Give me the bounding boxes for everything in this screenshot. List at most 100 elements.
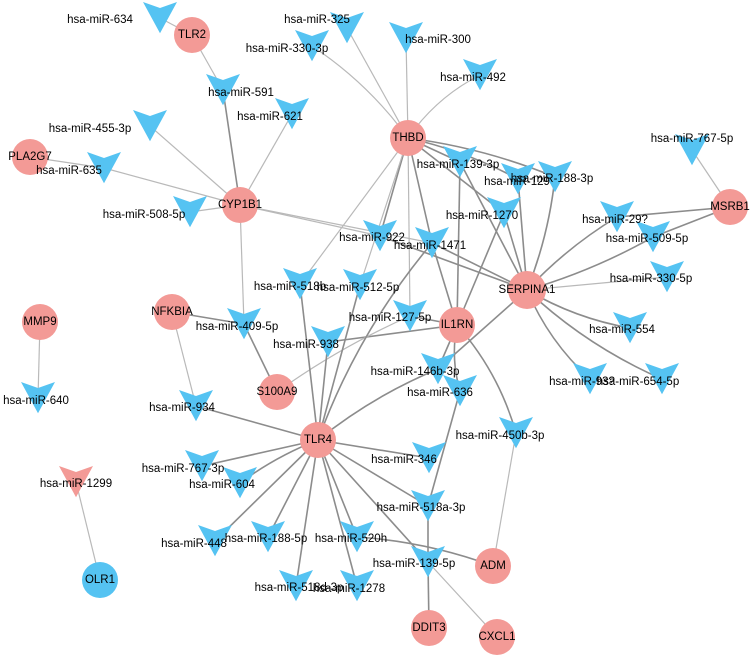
mirna-node-554[interactable]: [613, 312, 647, 344]
mirna-node-767-5p-a[interactable]: [675, 134, 709, 166]
mirna-node-635[interactable]: [87, 152, 121, 184]
mirna-node-146b-3p[interactable]: [421, 353, 455, 385]
gene-node-serpina1[interactable]: [508, 271, 546, 309]
mirna-label-634: hsa-miR-634: [67, 14, 133, 26]
mirna-node-640[interactable]: [21, 382, 55, 414]
mirna-node-450b-3p[interactable]: [499, 417, 533, 449]
gene-node-s100a9[interactable]: [259, 374, 295, 410]
mirna-node-330-3p[interactable]: [295, 30, 329, 62]
gene-node-adm[interactable]: [475, 548, 511, 584]
mirna-label-509-5p: hsa-miR-509-5p: [606, 233, 688, 245]
mirna-node-455-3p[interactable]: [133, 110, 167, 142]
edge-serpina1-922: [379, 235, 528, 291]
mirna-node-1278[interactable]: [340, 570, 374, 602]
gene-node-pla2g7[interactable]: [12, 139, 48, 175]
edge-thbd-127-5p: [407, 137, 411, 317]
gene-label-serpina1: SERPINA1: [499, 284, 556, 296]
mirna-label-938: hsa-miR-938: [273, 339, 339, 351]
mirna-label-188-3p: hsa-miR-188-3p: [511, 173, 593, 185]
mirna-node-604[interactable]: [223, 467, 257, 499]
mirna-node-634[interactable]: [143, 2, 177, 34]
gene-node-ddit3[interactable]: [411, 610, 447, 646]
edge-msrb1-29x: [616, 206, 731, 218]
mirna-node-325[interactable]: [330, 12, 364, 44]
mirna-node-508-5p[interactable]: [173, 196, 207, 228]
edge-il1rn-938: [327, 324, 458, 343]
edge-tlr4-146b-3p: [317, 368, 439, 441]
mirna-label-767-5p-a: hsa-miR-767-5p: [651, 133, 733, 145]
mirna-label-1278: hsa-miR-1278: [313, 583, 385, 595]
mirna-node-767-3p[interactable]: [185, 450, 219, 482]
mirna-label-1299: hsa-miR-1299: [40, 478, 112, 490]
mirna-node-518d-3p[interactable]: [279, 570, 313, 602]
gene-node-tlr4[interactable]: [300, 422, 336, 458]
mirna-label-127-5p: hsa-miR-127-5p: [349, 312, 431, 324]
mirna-label-654-5p: hsa-miR-654-5p: [597, 376, 679, 388]
mirna-node-127-5p[interactable]: [393, 300, 427, 332]
mirna-label-621: hsa-miR-621: [237, 111, 303, 123]
mirna-label-129: hsa-miR-129: [484, 176, 550, 188]
mirna-node-518b[interactable]: [283, 268, 317, 300]
gene-node-msrb1[interactable]: [712, 189, 748, 225]
mirna-node-139-5p[interactable]: [411, 546, 445, 578]
mirna-node-1299[interactable]: [59, 466, 93, 498]
mirna-label-520h: hsa-miR-520h: [315, 533, 387, 545]
gene-label-olr1: OLR1: [85, 574, 115, 586]
mirna-node-93x[interactable]: [573, 363, 607, 395]
gene-node-nfkbia[interactable]: [154, 294, 190, 330]
mirna-node-300[interactable]: [389, 22, 423, 54]
mirna-label-922: hsa-miR-922: [339, 232, 405, 244]
edge-tlr4-448: [214, 439, 319, 542]
gene-label-ddit3: DDIT3: [412, 622, 445, 634]
mirna-label-636: hsa-miR-636: [407, 387, 473, 399]
mirna-node-330-5p[interactable]: [650, 261, 684, 293]
mirna-label-188-5p: hsa-miR-188-5p: [225, 533, 307, 545]
mirna-label-512-5p: hsa-miR-512-5p: [317, 282, 399, 294]
mirna-node-509-5p[interactable]: [636, 221, 670, 253]
mirna-node-621[interactable]: [275, 98, 309, 130]
gene-node-cyp1b1[interactable]: [222, 187, 258, 223]
gene-node-tlr2[interactable]: [174, 17, 210, 53]
mirna-label-139-3p: hsa-miR-139-3p: [417, 159, 499, 171]
mirna-node-654-5p[interactable]: [645, 363, 679, 395]
mirna-node-938[interactable]: [311, 326, 345, 358]
mirna-node-512-5p[interactable]: [343, 269, 377, 301]
edge-cyp1b1-591: [222, 89, 241, 206]
mirna-node-448[interactable]: [198, 525, 232, 557]
mirna-node-188-5p[interactable]: [251, 521, 285, 553]
edge-tlr4-346: [317, 439, 430, 459]
mirna-node-1270[interactable]: [487, 197, 521, 229]
gene-node-thbd[interactable]: [390, 120, 426, 156]
mirna-node-492[interactable]: [463, 59, 497, 91]
gene-node-il1rn[interactable]: [439, 307, 475, 343]
gene-node-mmp9[interactable]: [22, 304, 58, 340]
edge-thbd-330-3p: [311, 45, 409, 139]
gene-node-olr1[interactable]: [82, 562, 118, 598]
mirna-node-409-5p[interactable]: [227, 308, 261, 340]
gene-label-cyp1b1: CYP1B1: [218, 199, 262, 211]
gene-node-cxcl1[interactable]: [479, 619, 515, 655]
mirna-node-934[interactable]: [179, 390, 213, 422]
mirna-node-29x[interactable]: [600, 201, 634, 233]
mirna-label-1270: hsa-miR-1270: [446, 210, 518, 222]
mirna-node-636[interactable]: [443, 375, 477, 407]
mirna-label-409-5p: hsa-miR-409-5p: [196, 321, 278, 333]
mirna-node-139-3p[interactable]: [443, 146, 477, 178]
gene-label-tlr4: TLR4: [304, 434, 333, 446]
mirna-label-1471: hsa-miR-1471: [394, 240, 466, 252]
edge-cyp1b1-635: [103, 167, 241, 206]
mirna-node-129[interactable]: [501, 163, 535, 195]
mirna-node-520h[interactable]: [340, 521, 374, 553]
mirna-node-1471[interactable]: [415, 227, 449, 259]
mirna-node-591[interactable]: [206, 74, 240, 106]
mirna-node-188-3p[interactable]: [538, 161, 572, 193]
mirna-label-767-3p: hsa-miR-767-3p: [142, 463, 224, 475]
edge-tlr4-188-5p: [267, 439, 319, 538]
gene-label-s100a9: S100A9: [257, 386, 298, 398]
gene-label-nfkbia: NFKBIA: [151, 306, 193, 318]
mirna-node-922[interactable]: [363, 220, 397, 252]
gene-label-cxcl1: CXCL1: [478, 631, 515, 643]
mirna-node-346[interactable]: [412, 442, 446, 474]
mirna-node-518a-3p[interactable]: [411, 490, 445, 522]
